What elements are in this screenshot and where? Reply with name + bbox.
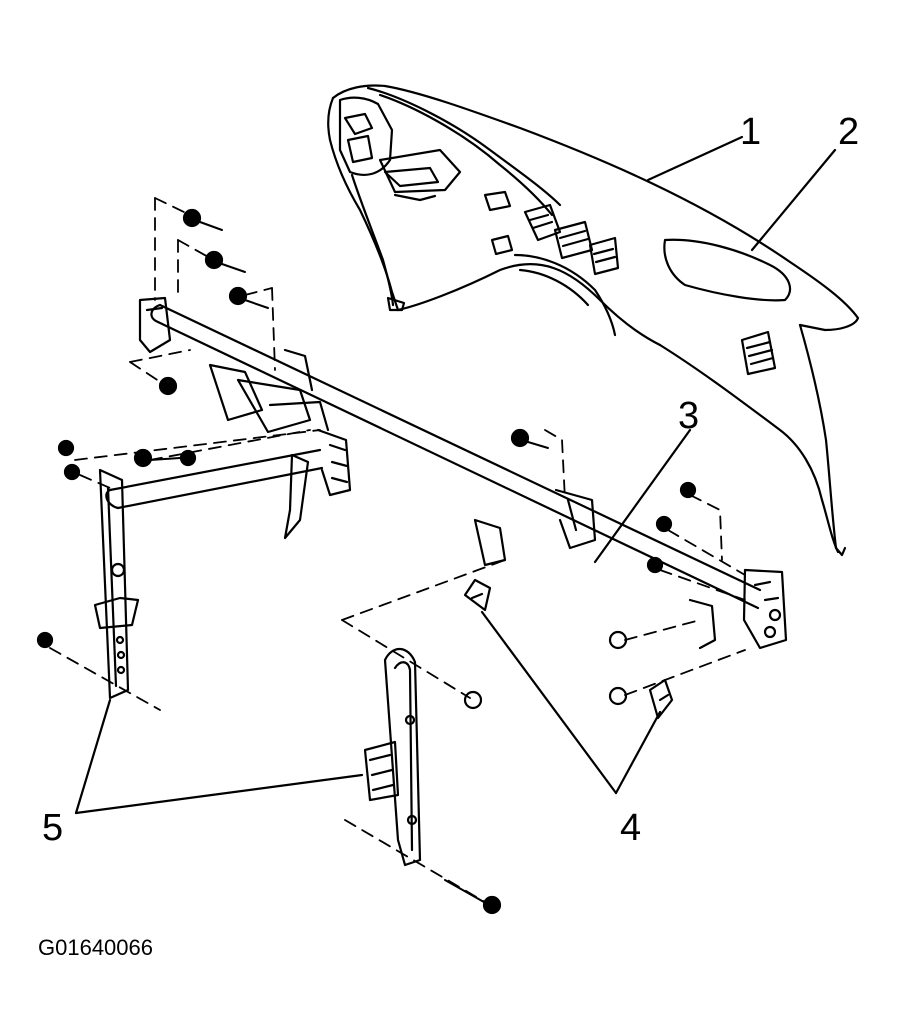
leader-line-2 — [750, 148, 837, 252]
alignment-lines — [49, 197, 746, 906]
leader-line-4a — [480, 610, 618, 795]
callout-1: 1 — [740, 111, 761, 153]
leader-line-1 — [646, 135, 744, 182]
figure-id: G01640066 — [38, 935, 153, 960]
callout-2: 2 — [838, 111, 859, 153]
callout-4: 4 — [620, 807, 641, 849]
cross-car-beam — [138, 296, 788, 650]
leader-line-5a — [74, 698, 112, 815]
bolt-shanks — [149, 221, 549, 911]
leader-line-3 — [593, 428, 692, 564]
callout-3: 3 — [678, 395, 699, 437]
left-knee-brace — [93, 468, 140, 700]
leader-line-4b — [614, 710, 662, 795]
small-brackets — [463, 578, 674, 720]
instrument-panel — [327, 84, 860, 557]
right-knee-brace — [363, 647, 422, 867]
fasteners — [36, 208, 697, 915]
leader-line-5b — [74, 773, 364, 815]
callout-5: 5 — [42, 807, 63, 849]
